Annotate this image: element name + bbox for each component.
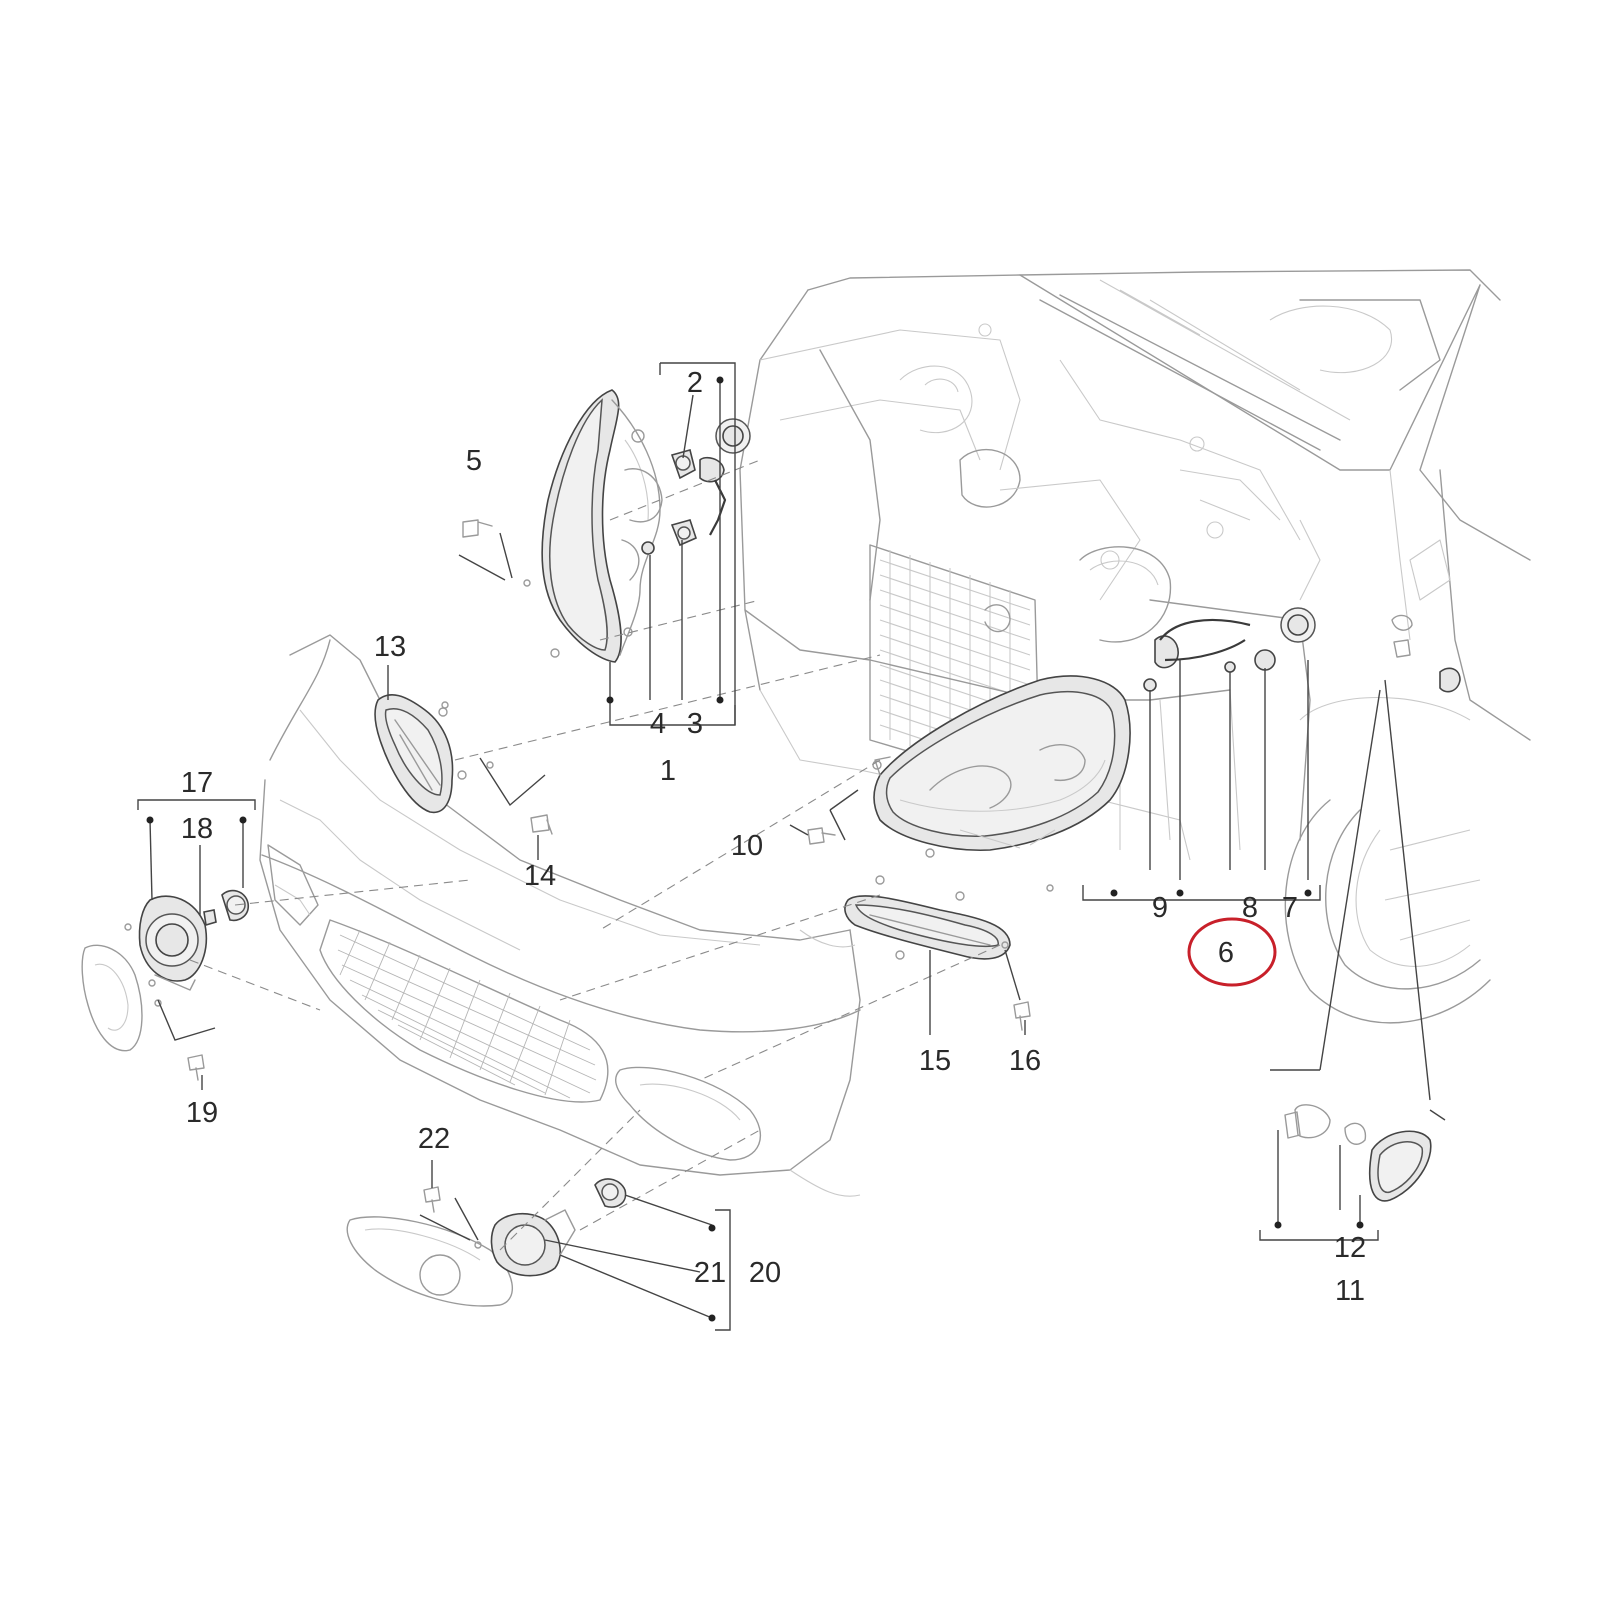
fog-lamp-right <box>346 1178 627 1307</box>
daytime-running-light-right <box>844 875 1011 960</box>
callout-20: 20 <box>749 1257 781 1289</box>
callout-7: 7 <box>1282 892 1298 924</box>
callout-19: 19 <box>186 1097 218 1129</box>
callout-22: 22 <box>418 1123 450 1155</box>
callout-3: 3 <box>687 708 703 740</box>
callout-leaders <box>137 362 1446 1331</box>
callout-6: 6 <box>1218 937 1234 969</box>
callout-5: 5 <box>466 445 482 477</box>
callout-2: 2 <box>687 367 703 399</box>
assembly-guide-lines <box>189 459 1001 1251</box>
callout-8: 8 <box>1242 892 1258 924</box>
headlamp-bulbs-right <box>1143 607 1316 692</box>
vehicle-body-outline <box>739 269 1531 1024</box>
callout-18: 18 <box>181 813 213 845</box>
callout-17: 17 <box>181 767 213 799</box>
callout-9: 9 <box>1152 892 1168 924</box>
callout-21: 21 <box>694 1257 726 1289</box>
lower-grille-mesh <box>337 929 597 1099</box>
callout-10: 10 <box>731 830 763 862</box>
callout-16: 16 <box>1009 1045 1041 1077</box>
callout-labels: 1 2 3 4 5 6 7 8 9 10 11 12 13 14 15 16 1… <box>181 367 1366 1307</box>
headlamp-assembly-right <box>872 675 1131 858</box>
callout-4: 4 <box>650 708 666 740</box>
callout-12: 12 <box>1334 1232 1366 1264</box>
side-repeater-lamp <box>1284 614 1461 1202</box>
callout-15: 15 <box>919 1045 951 1077</box>
callout-11: 11 <box>1335 1275 1365 1307</box>
callout-1: 1 <box>660 755 676 787</box>
fasteners <box>124 519 1054 1249</box>
callout-13: 13 <box>374 631 406 663</box>
headlamp-assembly-left <box>541 389 663 663</box>
highlight-circle-item-6 <box>1187 917 1277 987</box>
callout-14: 14 <box>524 860 556 892</box>
daytime-running-light-left <box>374 694 467 814</box>
fog-lamp-left <box>81 889 250 1052</box>
front-bumper <box>259 634 861 1197</box>
